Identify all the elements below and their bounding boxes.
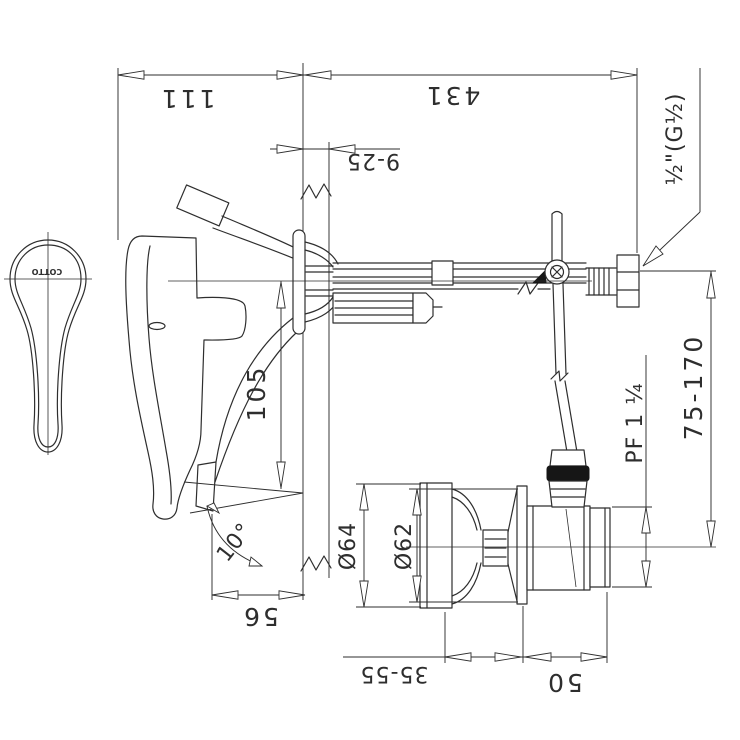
handle-top-view: COTTO: [4, 232, 92, 455]
bell-upper-outer: [304, 241, 339, 265]
wall-shank: [305, 265, 334, 297]
lever-tip: [176, 184, 230, 227]
trumpet-top: [451, 488, 482, 531]
inlet-nut: [616, 254, 640, 308]
dim-label-75-170: 75-170: [679, 334, 708, 441]
dim-label-35-55: 35-55: [360, 661, 429, 686]
wall-section: [300, 63, 332, 600]
dimension-annotations: 111 431 9-25 ½"(G½) 75-170 PF 1 ¼ 105: [117, 68, 716, 697]
dim-label-50: 50: [545, 668, 583, 697]
dim-label-dia64: Ø64: [336, 522, 361, 570]
pf-thread-end: [589, 507, 611, 588]
riser-rod: [544, 210, 578, 453]
flange: [419, 482, 453, 609]
outlet-pipe: [332, 292, 443, 324]
faucet-side-view: [125, 184, 339, 520]
dim-label-56: 56: [241, 602, 279, 631]
dim-label-9-25: 9-25: [346, 148, 400, 173]
brand-logo: COTTO: [32, 267, 63, 276]
aerator-tip: [195, 461, 217, 512]
dim-label-431: 431: [424, 81, 481, 110]
union-body: [526, 505, 591, 591]
trumpet-bottom: [451, 562, 482, 605]
handle-grip-profile: [125, 235, 247, 520]
union-assembly: [419, 449, 611, 609]
dim-label-105: 105: [242, 365, 271, 422]
handle-inner-line: [146, 245, 172, 505]
handle-detail: [148, 321, 166, 331]
dim-label-111: 111: [159, 84, 216, 113]
spout-inner-curve: [214, 331, 298, 483]
supply-pipe-assembly: [332, 210, 640, 453]
wall-break-bottom: [300, 555, 332, 572]
wall-break-top: [300, 183, 332, 200]
pipe-collar: [431, 260, 454, 286]
dim-label-g-half: ½"(G½): [663, 93, 688, 186]
inlet-thread-end: [585, 254, 640, 308]
riser-break: [550, 370, 569, 382]
bell-lower-inner: [304, 296, 334, 315]
pipe-break: [517, 281, 539, 295]
second-flange: [516, 485, 528, 605]
escutcheon-plate: [292, 229, 306, 335]
union-nut: [548, 480, 588, 508]
bell-upper-inner: [304, 249, 334, 268]
riser-union-collar: [549, 449, 587, 467]
dim-label-pf: PF 1 ¼: [623, 382, 648, 463]
seal-band: [546, 465, 590, 482]
dim-label-dia62: Ø62: [392, 522, 417, 570]
